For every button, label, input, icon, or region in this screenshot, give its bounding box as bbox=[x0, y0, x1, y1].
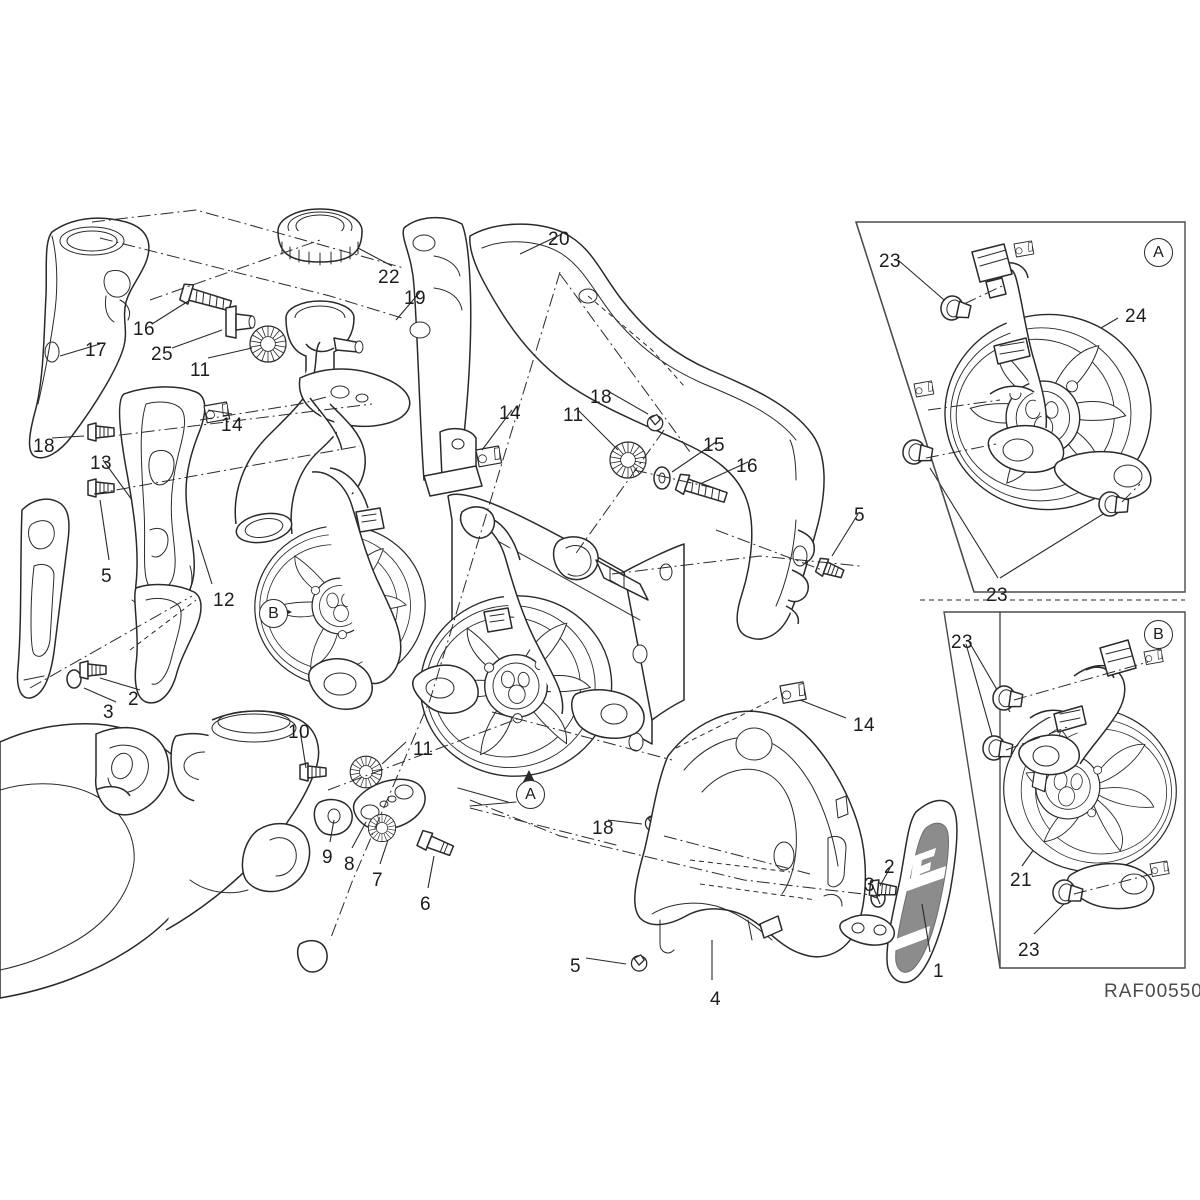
callout-22: 22 bbox=[378, 267, 400, 288]
part-17-left-cowl bbox=[28, 217, 150, 459]
sheet-code: RAF00550 bbox=[1104, 981, 1200, 1002]
callout-12: 12 bbox=[213, 590, 235, 611]
callout-14-a: 14 bbox=[221, 415, 243, 436]
part-4-belly-pan bbox=[634, 710, 867, 958]
part-13-duct-lower bbox=[134, 583, 202, 704]
assembly-axes bbox=[29, 209, 881, 941]
fastener-5-lower bbox=[630, 954, 648, 972]
part-22-radiator-cap bbox=[277, 208, 363, 266]
fastener-18-upper-left bbox=[87, 422, 115, 442]
fastener-18-mid bbox=[646, 413, 664, 432]
callout-25: 25 bbox=[151, 344, 173, 365]
callout-5-b: 5 bbox=[854, 505, 865, 526]
callout-14-c: 14 bbox=[853, 715, 875, 736]
fan-right-bracket bbox=[412, 506, 645, 740]
part-14-clip-b bbox=[475, 445, 503, 468]
part-15-washer bbox=[653, 466, 671, 490]
callout-18-c: 18 bbox=[592, 818, 614, 839]
fan-left-bracket bbox=[308, 467, 402, 710]
callout-5-a: 5 bbox=[101, 566, 112, 587]
callout-3-a: 3 bbox=[103, 702, 114, 723]
callout-6: 6 bbox=[420, 894, 431, 915]
part-11-grommet-b bbox=[249, 325, 287, 363]
part-7-pinion bbox=[367, 813, 397, 843]
section-marker-b: B bbox=[259, 599, 288, 628]
callout-11-b: 11 bbox=[563, 405, 584, 426]
callout-23-d: 23 bbox=[1018, 940, 1040, 961]
bracket-tab-upper bbox=[423, 427, 483, 497]
callout-7: 7 bbox=[372, 870, 383, 891]
callout-15: 15 bbox=[703, 435, 725, 456]
detail-b-connector bbox=[1099, 639, 1137, 677]
callout-23-b: 23 bbox=[986, 585, 1008, 606]
callout-20: 20 bbox=[548, 229, 570, 250]
callout-16: 16 bbox=[133, 319, 155, 340]
part-2-3-fasteners-left bbox=[66, 660, 107, 689]
callout-9: 9 bbox=[322, 847, 333, 868]
callout-23-a: 23 bbox=[879, 251, 901, 272]
part-20-cowl-frame bbox=[469, 223, 825, 640]
detail-b-content bbox=[980, 639, 1177, 910]
callout-11-a: 11 bbox=[190, 360, 211, 381]
part-6-pin bbox=[416, 829, 455, 857]
part-12-air-duct bbox=[118, 386, 206, 617]
detail-a-content bbox=[900, 240, 1152, 519]
detail-a-connector bbox=[971, 243, 1013, 299]
callout-19: 19 bbox=[404, 288, 426, 309]
part-25-bush bbox=[225, 305, 256, 339]
part-2-3-fasteners-right bbox=[839, 878, 898, 946]
detail-panel-a-frame bbox=[855, 221, 1186, 593]
fastener-5-upper-left bbox=[87, 478, 115, 498]
part-20-radiator-side-panel bbox=[402, 216, 472, 481]
callout-1: 1 bbox=[933, 961, 944, 982]
part-1-side-trim bbox=[886, 799, 958, 984]
callout-8: 8 bbox=[344, 854, 355, 875]
detail-panel-a-letter: A bbox=[1144, 238, 1173, 267]
callout-11-c: 11 bbox=[413, 739, 434, 760]
callout-24: 24 bbox=[1125, 306, 1147, 327]
part-upper-bracket bbox=[298, 368, 411, 495]
callout-10: 10 bbox=[288, 722, 310, 743]
callout-18-b: 18 bbox=[590, 387, 612, 408]
context-bike-body bbox=[0, 710, 328, 999]
callout-2-b: 2 bbox=[884, 857, 895, 878]
detail-panel-b-letter: B bbox=[1144, 620, 1173, 649]
part-14-clip-c bbox=[779, 681, 807, 704]
callout-14-b: 14 bbox=[499, 403, 521, 424]
callout-3-b: 3 bbox=[864, 875, 875, 896]
part-19-expansion-tank bbox=[285, 300, 364, 388]
callout-4: 4 bbox=[710, 989, 721, 1010]
callout-16-b: 16 bbox=[736, 456, 758, 477]
callout-23-c: 23 bbox=[951, 632, 973, 653]
callout-2-a: 2 bbox=[128, 689, 139, 710]
callout-21: 21 bbox=[1010, 870, 1032, 891]
fastener-16-screw bbox=[178, 281, 234, 317]
callout-18-a: 18 bbox=[33, 436, 55, 457]
detail-panel-b-frame bbox=[943, 611, 1186, 969]
assembly-fan-linkage bbox=[299, 755, 455, 857]
leader-lines bbox=[51, 233, 1119, 980]
section-marker-a: A bbox=[516, 780, 545, 809]
fastener-16-screw-b bbox=[674, 471, 730, 508]
callout-17: 17 bbox=[85, 340, 107, 361]
callout-5-c: 5 bbox=[570, 956, 581, 977]
callout-13: 13 bbox=[90, 453, 112, 474]
part-left-side-panel bbox=[16, 498, 70, 699]
